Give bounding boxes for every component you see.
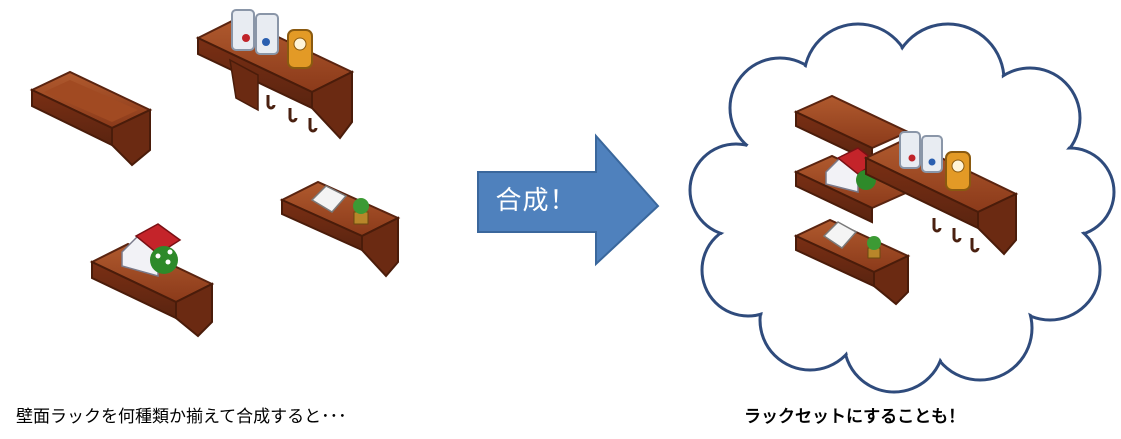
calendar-icon — [822, 221, 858, 249]
house-shelf — [89, 223, 215, 338]
clock-icon — [945, 151, 971, 191]
lantern-shelf — [195, 9, 355, 140]
caption-right: ラックセットにすることも！ — [744, 407, 966, 427]
shelf-icon — [195, 16, 355, 140]
combine-arrow — [477, 133, 660, 267]
house-icon — [121, 223, 182, 277]
shelf-icon — [793, 218, 911, 306]
plant-icon — [353, 198, 369, 225]
calendar-icon — [310, 185, 348, 213]
calendar-shelf — [279, 180, 401, 278]
caption-left: 壁面ラックを何種類か揃えて合成すると･･･ — [16, 407, 347, 427]
plant-icon — [867, 236, 881, 259]
shelf-icon — [29, 70, 153, 167]
arrow-label: 合成！ — [495, 186, 577, 216]
plain-shelf — [29, 70, 153, 167]
flower-icon — [150, 246, 178, 274]
lantern-icon — [231, 9, 279, 55]
clock-icon — [287, 29, 313, 69]
result-cloud — [688, 22, 1116, 394]
shelf-icon — [279, 180, 401, 278]
lantern-icon — [899, 131, 943, 173]
rack-set — [793, 94, 1019, 306]
